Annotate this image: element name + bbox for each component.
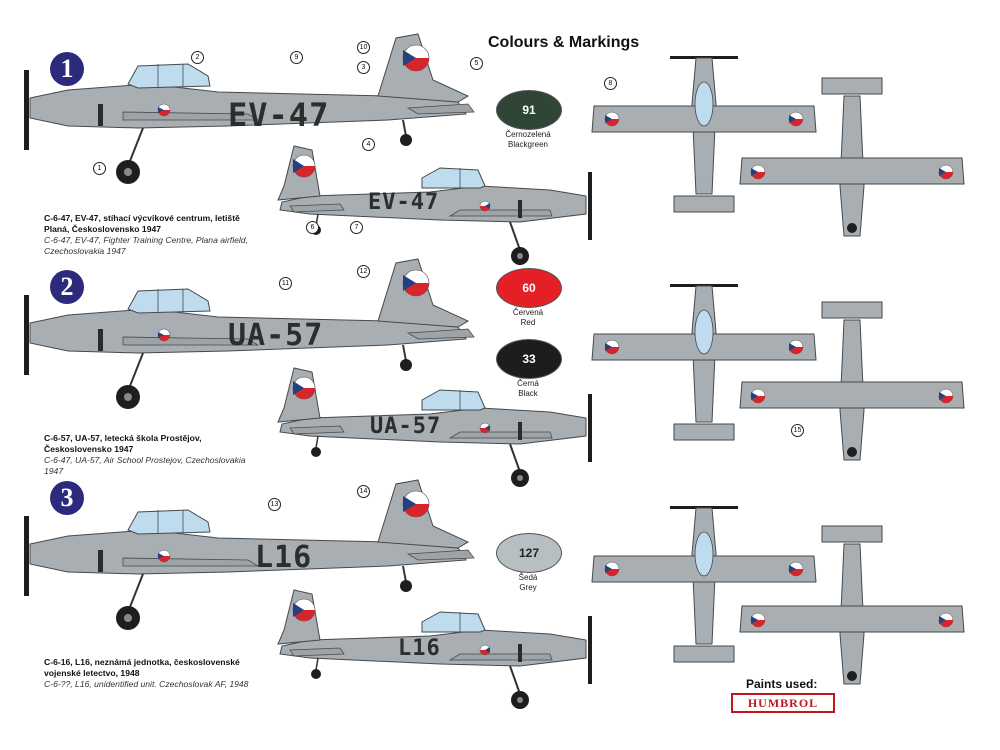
- scheme-2-registration-small: UA-57: [370, 414, 442, 439]
- paint-label-60: Červená Red: [488, 308, 568, 328]
- callout-12: 12: [357, 265, 370, 278]
- callout-10: 10: [357, 41, 370, 54]
- scheme-1-caption: C-6-47, EV-47, stíhací výcvikové centrum…: [44, 213, 259, 257]
- scheme-1-top-view: [591, 55, 817, 213]
- scheme-3-top-view: [591, 505, 817, 663]
- paint-60-name-en: Red: [520, 318, 536, 327]
- callout-4: 4: [362, 138, 375, 151]
- paint-60-name-cz: Červená: [512, 308, 544, 317]
- callout-14: 14: [357, 485, 370, 498]
- callout-7: 7: [350, 221, 363, 234]
- paint-swatch-91: 91: [496, 90, 562, 130]
- scheme-2-caption: C-6-57, UA-57, letecká škola Prostějov, …: [44, 433, 259, 477]
- paint-91-name-cz: Černozelená: [505, 130, 551, 139]
- scheme-3-registration-large: L16: [255, 540, 313, 575]
- scheme-3-caption-cz: C-6-16, L16, neznámá jednotka, českoslov…: [44, 657, 240, 678]
- page-title: Colours & Markings: [488, 34, 640, 51]
- paint-label-127: Šedá Grey: [488, 573, 568, 593]
- callout-2: 2: [191, 51, 204, 64]
- scheme-1-registration-large: EV-47: [228, 96, 330, 134]
- scheme-3-registration-small: L16: [398, 636, 441, 661]
- callout-6: 6: [306, 221, 319, 234]
- scheme-2-caption-en: C-6-47, UA-57, Air School Prostejov, Cze…: [44, 455, 246, 476]
- paint-91-name-en: Blackgreen: [507, 140, 549, 149]
- paints-used-label: Paints used:: [746, 677, 818, 691]
- paint-127-name-en: Grey: [519, 583, 537, 592]
- scheme-1-bottom-view: [739, 77, 965, 237]
- callout-13: 13: [268, 498, 281, 511]
- scheme-2-bottom-view: [739, 301, 965, 461]
- paint-swatch-33: 33: [496, 339, 562, 379]
- paint-label-33: Černá Black: [488, 379, 568, 399]
- callout-8: 8: [604, 77, 617, 90]
- humbrol-logo: HUMBROL: [731, 693, 835, 713]
- callout-11: 11: [279, 277, 292, 290]
- callout-1: 1: [93, 162, 106, 175]
- paint-label-91: Černozelená Blackgreen: [488, 130, 568, 150]
- callout-15: 15: [791, 424, 804, 437]
- paint-127-name-cz: Šedá: [518, 573, 538, 582]
- paint-swatch-60: 60: [496, 268, 562, 308]
- scheme-2-caption-cz: C-6-57, UA-57, letecká škola Prostějov, …: [44, 433, 202, 454]
- callout-9: 9: [290, 51, 303, 64]
- scheme-2-badge: 2: [50, 270, 84, 304]
- paint-swatch-127: 127: [496, 533, 562, 573]
- scheme-1-caption-en: C-6-47, EV-47, Fighter Training Centre, …: [44, 235, 248, 256]
- scheme-3-bottom-view: [739, 525, 965, 685]
- scheme-3-badge: 3: [50, 481, 84, 515]
- scheme-3-caption-en: C-6-??, L16, unidentified unit. Czechosl…: [44, 679, 249, 689]
- callout-5: 5: [470, 57, 483, 70]
- scheme-1-registration-small: EV-47: [368, 190, 440, 215]
- scheme-1-caption-cz: C-6-47, EV-47, stíhací výcvikové centrum…: [44, 213, 240, 234]
- paint-33-name-en: Black: [518, 389, 538, 398]
- scheme-3-side-large: [23, 479, 475, 631]
- scheme-2-registration-large: UA-57: [228, 318, 324, 353]
- callout-3: 3: [357, 61, 370, 74]
- scheme-1-badge: 1: [50, 52, 84, 86]
- scheme-3-caption: C-6-16, L16, neznámá jednotka, českoslov…: [44, 657, 259, 690]
- paint-33-name-cz: Černá: [517, 379, 539, 388]
- scheme-2-top-view: [591, 283, 817, 441]
